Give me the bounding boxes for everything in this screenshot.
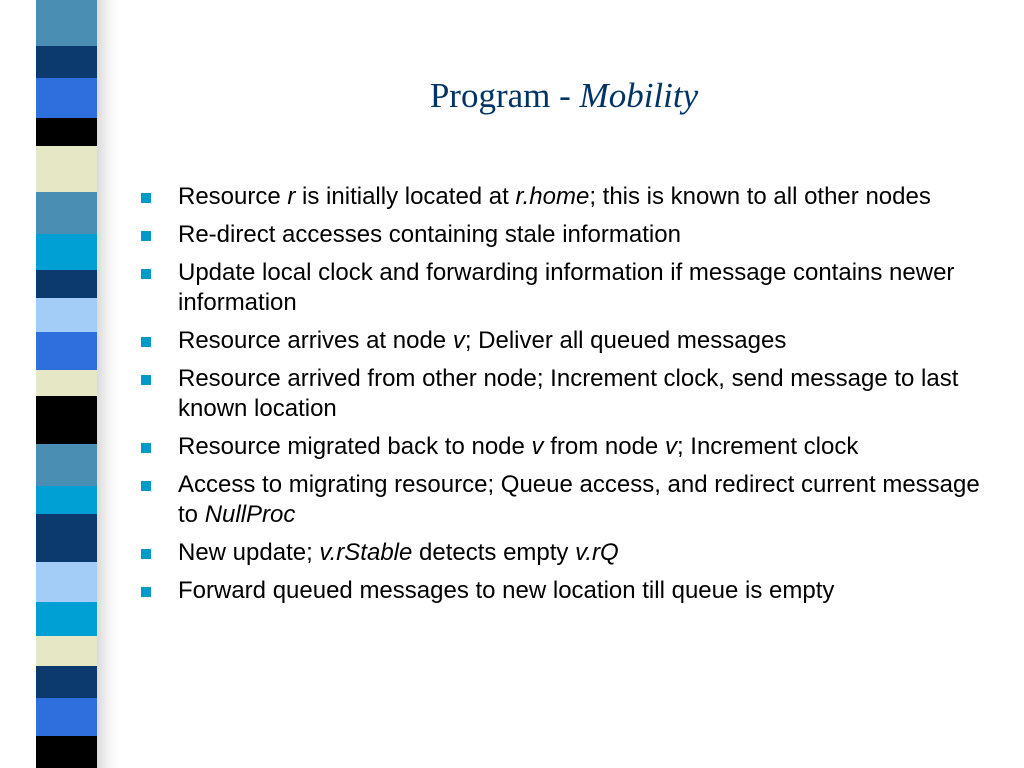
bullet-text: ; Increment clock [676, 433, 859, 460]
square-bullet-icon [141, 231, 151, 241]
stripe-segment [36, 666, 97, 698]
bullet-text: v.rQ [575, 539, 619, 566]
stripe-segment [36, 146, 97, 192]
bullet-item: Re-direct accesses containing stale info… [140, 220, 1000, 250]
stripe-shadow [96, 0, 118, 768]
bullet-text: New update; [178, 539, 320, 566]
square-bullet-icon [141, 549, 151, 559]
bullet-text: Forward queued messages to new location … [178, 577, 835, 604]
stripe-segment [36, 270, 97, 298]
bullet-text: NullProc [204, 501, 296, 528]
stripe-segment [36, 298, 97, 332]
stripe-segment [36, 118, 97, 146]
bullet-text: v [452, 327, 465, 354]
stripe-segment [36, 514, 97, 562]
stripe-segment [36, 0, 97, 20]
bullet-text: Resource arrived from other node; Increm… [178, 365, 959, 422]
stripe-segment [36, 370, 97, 396]
bullet-text: r.home [515, 183, 590, 210]
bullet-text: v [531, 433, 544, 460]
bullet-item: Resource r is initially located at r.hom… [140, 182, 1000, 212]
stripe-segment [36, 562, 97, 602]
decorative-stripe-bar [0, 0, 118, 768]
stripe-segment [36, 20, 97, 46]
stripe-segment [36, 736, 97, 768]
bullet-item: Access to migrating resource; Queue acce… [140, 470, 1000, 530]
bullet-text: Resource [178, 183, 288, 210]
stripe-segment [36, 698, 97, 736]
stripe-segment [36, 602, 97, 636]
bullet-text: v [664, 433, 677, 460]
stripe-segment [36, 46, 97, 78]
bullet-text: Resource migrated back to node [178, 433, 532, 460]
square-bullet-icon [141, 269, 151, 279]
stripe-segment [36, 444, 97, 486]
square-bullet-icon [141, 375, 151, 385]
square-bullet-icon [141, 443, 151, 453]
square-bullet-icon [141, 481, 151, 491]
slide-title: Program - Mobility [0, 70, 1024, 122]
bullet-text: detects empty [412, 539, 576, 566]
stripe-segment [36, 78, 97, 118]
slide-title-italic: Mobility [579, 76, 699, 115]
bullet-text: is initially located at [295, 183, 516, 210]
square-bullet-icon [141, 337, 151, 347]
bullet-item: New update; v.rStable detects empty v.rQ [140, 538, 1000, 568]
stripe-segment [36, 234, 97, 270]
stripe-segment [36, 332, 97, 370]
bullet-text: Re-direct accesses containing stale info… [178, 221, 681, 248]
bullet-item: Resource migrated back to node v from no… [140, 432, 1000, 462]
stripe-segment [36, 636, 97, 666]
bullet-item: Forward queued messages to new location … [140, 576, 1000, 606]
slide-title-main: Program - [429, 76, 580, 115]
bullet-text: ; Deliver all queued messages [464, 327, 787, 354]
bullet-item: Resource arrives at node v; Deliver all … [140, 326, 1000, 356]
bullet-text: from node [543, 433, 665, 460]
bullet-item: Update local clock and forwarding inform… [140, 258, 1000, 318]
bullet-text: ; this is known to all other nodes [589, 183, 931, 210]
bullet-text: r [287, 183, 296, 210]
stripe-segment [36, 192, 97, 234]
bullet-text: Update local clock and forwarding inform… [178, 259, 955, 316]
bullet-text: v.rStable [319, 539, 413, 566]
bullet-text: Access to migrating resource; Queue acce… [178, 471, 980, 528]
stripe-segment [36, 486, 97, 514]
stripe-segment [36, 396, 97, 444]
bullet-list: Resource r is initially located at r.hom… [140, 182, 1000, 614]
square-bullet-icon [141, 193, 151, 203]
bullet-item: Resource arrived from other node; Increm… [140, 364, 1000, 424]
bullet-text: Resource arrives at node [178, 327, 453, 354]
square-bullet-icon [141, 587, 151, 597]
